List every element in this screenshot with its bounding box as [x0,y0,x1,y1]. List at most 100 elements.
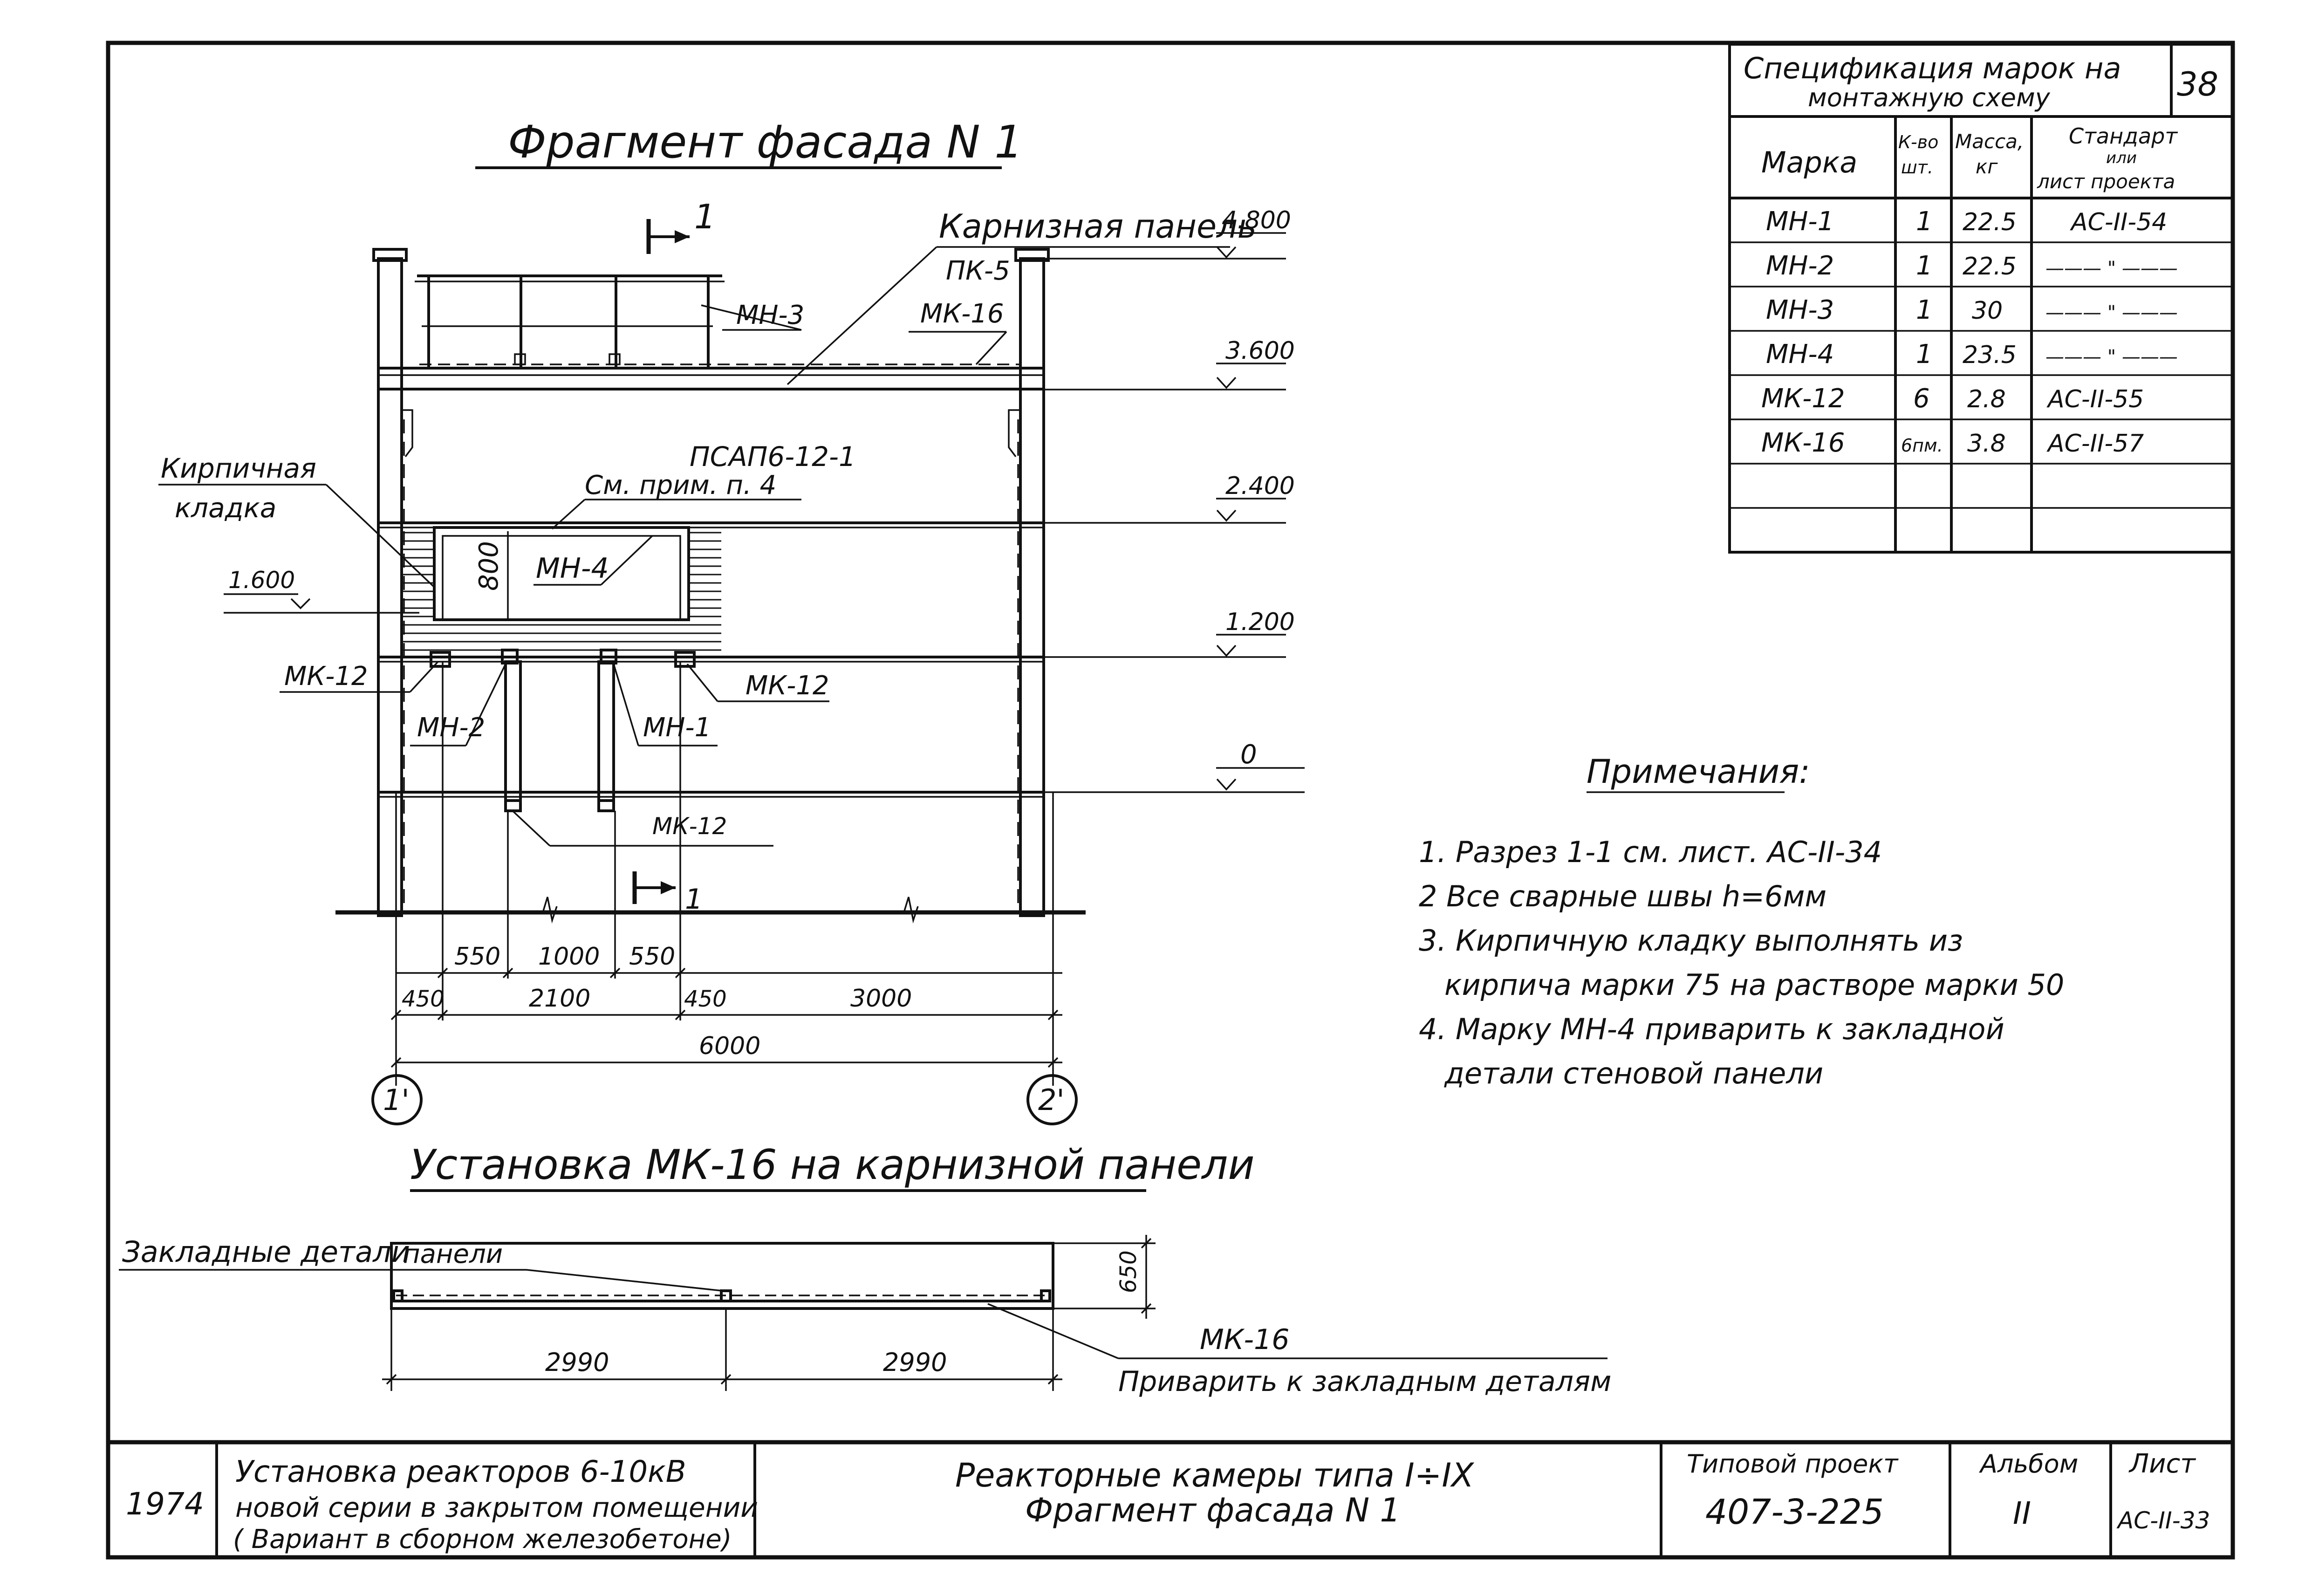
spec-cell-qty: 1 [1916,206,1933,237]
spec-header-std-1: Стандарт [2069,123,2178,149]
notes-heading: Примечания: [1587,753,1810,791]
dim-450a: 450 [402,986,445,1012]
label-mk16-install: МК-16 [1200,1323,1289,1356]
tb-desc-1: Установка реакторов 6-10кВ [235,1455,686,1489]
spec-cell-mark: МН-3 [1766,295,1834,325]
level-mark: 4.800 [1044,206,1291,260]
brickwork-left [402,527,434,657]
label-weld-note: Приварить к закладным деталям [1118,1365,1611,1398]
spec-header-std-2: или [2106,149,2137,167]
embedded-detail [720,1289,732,1302]
tb-drawing-2: Фрагмент фасада N 1 [1025,1491,1401,1529]
level-mark-left: 1.600 [224,567,419,614]
tb-album-value: II [2013,1495,2031,1531]
axis-bubble: 1' [371,1074,423,1125]
embedded-detail [392,1289,404,1302]
tb-project-value: 407-3-225 [1705,1492,1884,1532]
sheet-number: 38 [2177,65,2218,103]
label-mn3: МН-3 [736,300,804,330]
dim-6000: 6000 [699,1032,760,1060]
post-mn2 [504,660,522,802]
label-mk12-right: МК-12 [746,671,829,701]
spec-cell-ref: АС-II-57 [2046,430,2144,458]
dim-2100: 2100 [529,985,590,1013]
note-line: 4. Марку МН-4 приварить к закладной [1419,1012,2004,1046]
tb-sheet-value: АС-II-33 [2116,1507,2210,1534]
dim-2990b: 2990 [883,1348,947,1377]
spec-cell-mass: 30 [1972,297,2003,325]
facade-title: Фрагмент фасада N 1 [508,116,1023,168]
note-line: кирпича марки 75 на растворе марки 50 [1444,968,2064,1002]
spec-title-1: Спецификация марок на [1744,51,2121,85]
spec-cell-mass: 3.8 [1967,430,2006,458]
spec-cell-qty: 6 [1913,384,1930,414]
label-mn1: МН-1 [643,712,711,743]
brickwork-right [689,527,721,657]
label-brick-2: кладка [175,492,276,524]
spec-table: Спецификация марок на монтажную схему 38… [1728,43,2234,554]
facade-drawing: Фрагмент фасада N 1 1 [158,116,1305,1125]
spec-row: МН-2 1 22.5 ——— " ——— [1766,251,2178,281]
mk16-install-drawing: Установка МК-16 на карнизной панели Закл… [119,1141,1611,1398]
axis-label: 2' [1038,1083,1065,1117]
label-mn4: МН-4 [536,552,609,585]
install-title: Установка МК-16 на карнизной панели [410,1141,1255,1189]
spec-cell-ref: ——— " ——— [2045,302,2178,323]
spec-cell-ref: АС-II-54 [2070,208,2167,236]
label-mk16: МК-16 [920,299,1004,329]
dim-2990a: 2990 [545,1348,609,1377]
axis-label: 1' [383,1083,410,1117]
note-line: 1. Разрез 1-1 см. лист. АС-II-34 [1419,835,1882,869]
level-mark: 0 [1044,740,1305,793]
section-mark-bottom: 1 [685,883,703,916]
spec-cell-mark: МН-2 [1766,251,1834,281]
level-label: 1.200 [1225,608,1295,636]
section-mark-top: 1 [694,197,716,236]
spec-cell-mark: МН-4 [1766,339,1834,370]
label-mk12-bottom: МК-12 [652,813,727,840]
spec-row: МН-3 1 30 ——— " ——— [1766,295,2178,325]
label-brick-1: Кирпичная [161,452,316,484]
spec-cell-ref: ——— " ——— [2045,258,2178,279]
embedded-detail [1040,1289,1051,1302]
level-mark: 1.200 [1044,608,1295,658]
tb-sheet-label: Лист [2128,1449,2196,1479]
spec-table-frame [1728,43,2234,554]
level-label: 2.400 [1225,472,1295,500]
level-label: 0 [1240,740,1257,770]
railing-mn3 [415,274,725,368]
dim-450b: 450 [684,986,727,1012]
spec-cell-mark: МК-12 [1761,384,1845,414]
mk12-plate [597,799,615,812]
post-mn1 [597,660,615,802]
spec-cell-mass: 2.8 [1967,385,2006,413]
spec-cell-mark: МН-1 [1766,206,1834,237]
level-mark: 2.400 [1044,472,1295,524]
label-psap: ПСАП6-12-1 [690,441,856,473]
spec-cell-qty: 6пм. [1901,435,1943,456]
dim-3000: 3000 [850,985,912,1013]
spec-cell-ref: АС-II-55 [2046,385,2144,413]
spec-cell-mass: 23.5 [1963,341,2017,369]
level-label-left: 1.600 [228,567,295,594]
mk12-plate [430,651,451,668]
left-column [377,257,403,917]
mk12-plate [504,799,522,812]
tb-desc-2: новой серии в закрытом помещении [235,1492,758,1523]
tb-desc-3: ( Вариант в сборном железобетоне) [233,1524,732,1555]
right-column [1019,257,1045,917]
label-embedded-1: Закладные детали [122,1235,410,1269]
tb-drawing-1: Реакторные камеры типа I÷IX [955,1456,1475,1494]
label-pk5: ПК-5 [946,256,1010,286]
spec-row: МН-1 1 22.5 АС-II-54 [1766,206,2167,237]
dimension-chains: 550 1000 550 450 2100 450 3000 6000 [390,662,1062,1086]
sheet-frame [106,41,2235,1560]
spec-cell-ref: ——— " ——— [2045,346,2178,368]
notes-block: Примечания: 1. Разрез 1-1 см. лист. АС-I… [1419,753,2064,1090]
tb-year: 1974 [126,1486,204,1522]
dim-550b: 550 [629,943,675,971]
spec-cell-mass: 22.5 [1963,208,2017,236]
spec-header-qty-1: К-во [1898,132,1938,152]
cornice-panel [377,367,1045,390]
